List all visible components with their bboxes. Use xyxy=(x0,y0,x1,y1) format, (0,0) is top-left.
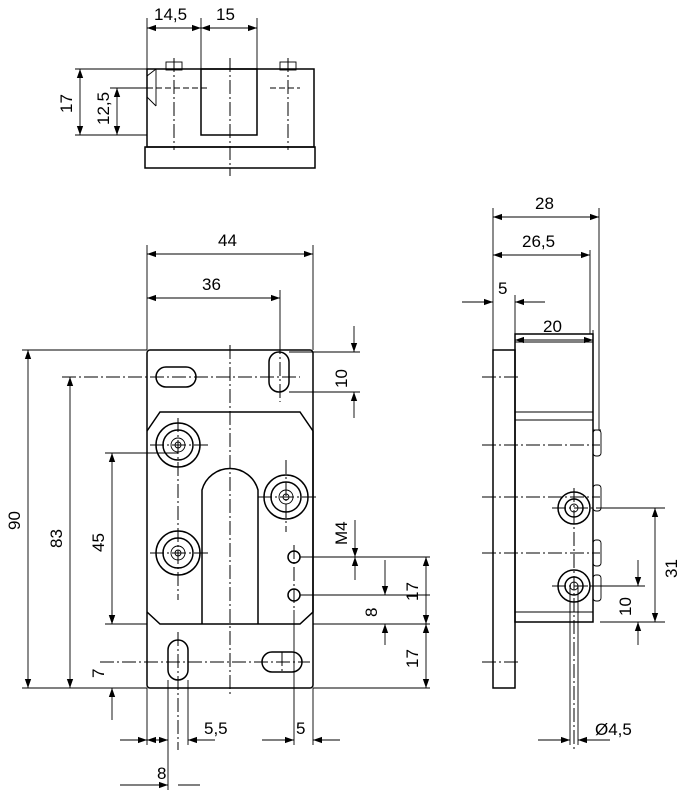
dim-front-17-lower: 17 xyxy=(403,649,422,668)
dim-front-thread: M4 xyxy=(332,521,351,545)
dim-front-slot-10: 10 xyxy=(332,369,351,388)
dim-front-5: 5 xyxy=(296,719,305,738)
dim-side-10: 10 xyxy=(616,597,635,616)
front-view xyxy=(22,245,430,790)
dim-front-height-83: 83 xyxy=(47,529,66,548)
dim-top-height-total: 17 xyxy=(57,94,76,113)
top-view xyxy=(75,18,316,176)
dim-top-height-inner: 12,5 xyxy=(94,92,113,125)
dim-top-width-right: 15 xyxy=(216,5,235,24)
dim-side-5: 5 xyxy=(498,279,507,298)
dim-front-width-partial: 36 xyxy=(202,275,221,294)
dim-front-5-5: 5,5 xyxy=(204,719,228,738)
side-view xyxy=(482,208,665,750)
dim-front-height-total: 90 xyxy=(5,511,24,530)
dim-side-26-5: 26,5 xyxy=(522,232,555,251)
dim-top-width-left: 14,5 xyxy=(154,5,187,24)
dim-front-height-45: 45 xyxy=(89,533,108,552)
dim-side-31: 31 xyxy=(662,559,681,578)
dim-side-28: 28 xyxy=(535,194,554,213)
dim-front-8: 8 xyxy=(362,608,381,617)
dim-front-8-bottom: 8 xyxy=(157,764,166,783)
dim-side-20: 20 xyxy=(543,317,562,336)
dim-front-17-upper: 17 xyxy=(403,582,422,601)
dim-front-7: 7 xyxy=(89,669,108,678)
dimension-labels: 14,5 15 17 12,5 44 36 10 90 83 45 7 M4 8… xyxy=(5,5,681,783)
dimension-lines xyxy=(24,24,659,789)
dim-side-hole-dia: Ø4,5 xyxy=(595,720,632,739)
dim-front-width-total: 44 xyxy=(218,231,237,250)
